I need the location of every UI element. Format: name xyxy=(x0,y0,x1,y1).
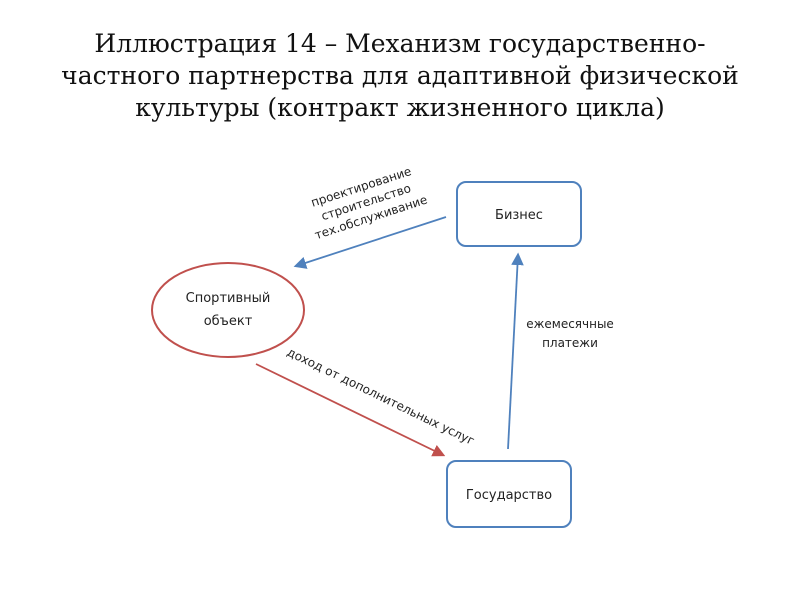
business-label: Бизнес xyxy=(495,208,543,223)
sport-object-label-line2: объект xyxy=(204,314,253,329)
arrow-state-to-business xyxy=(507,252,524,450)
edge-label-additional-income: доход от дополнительных услуг xyxy=(285,345,477,448)
state-label: Государство xyxy=(466,488,552,503)
edge-label-monthly: ежемесячные xyxy=(526,317,614,331)
title-area: Иллюстрация 14 – Механизм государственно… xyxy=(0,0,800,141)
edge-label-payments: платежи xyxy=(542,336,598,350)
slide-title: Иллюстрация 14 – Механизм государственно… xyxy=(61,29,739,122)
arrow-object-to-state xyxy=(255,363,446,457)
sport-object-label-line1: Спортивный xyxy=(186,291,271,306)
arrow-business-to-object xyxy=(293,216,447,269)
state-node: Государство xyxy=(446,460,572,528)
business-node: Бизнес xyxy=(456,181,582,247)
sport-object-node: Спортивный объект xyxy=(151,262,305,358)
edge-label-business-to-object: проектирование строительство тех.обслужи… xyxy=(309,164,429,242)
